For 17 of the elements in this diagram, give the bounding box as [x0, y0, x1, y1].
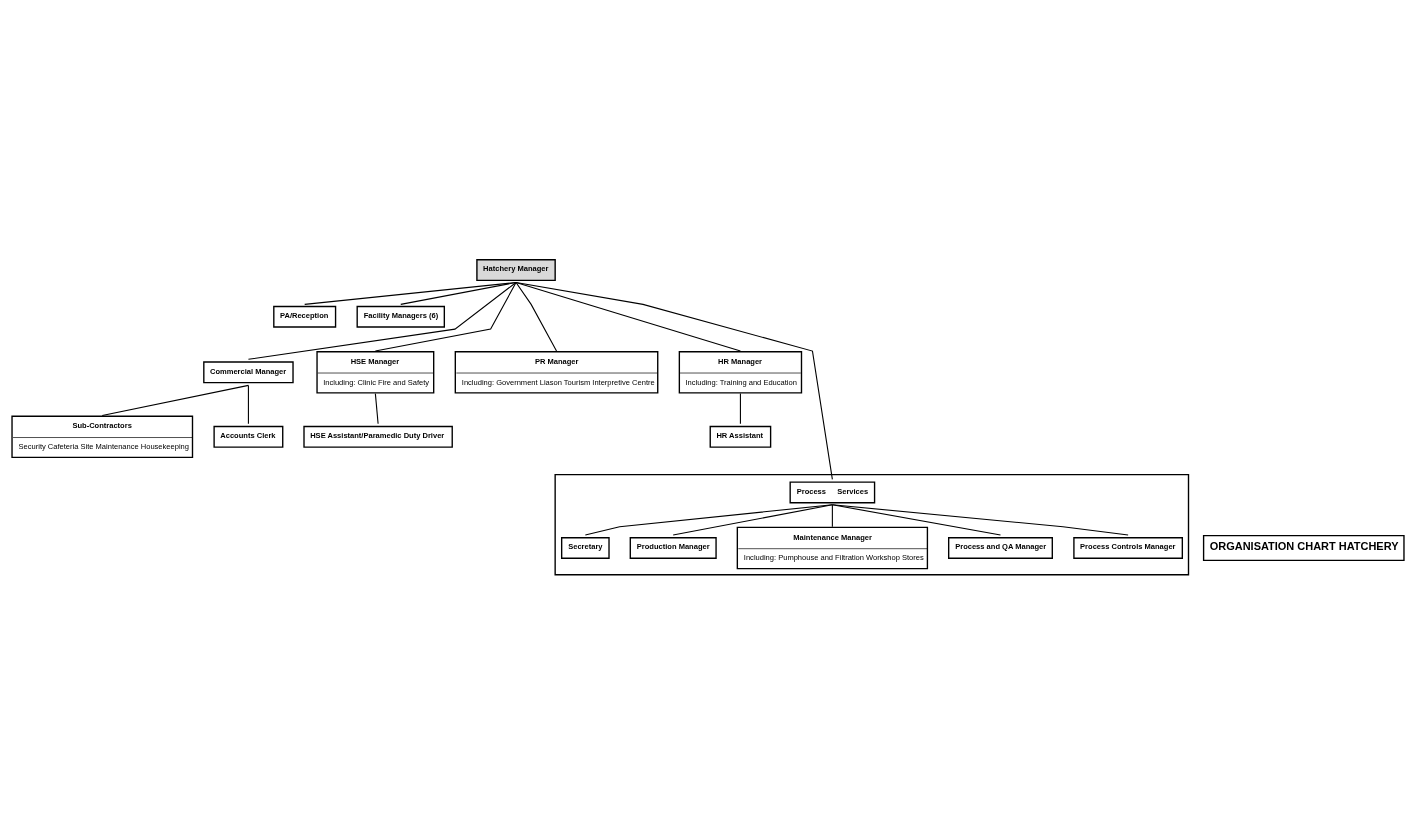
connector	[831, 504, 1002, 536]
connector	[247, 281, 517, 360]
connector	[831, 504, 833, 528]
connector	[515, 281, 741, 352]
connector	[374, 393, 379, 425]
cluster	[554, 473, 1190, 576]
connector	[831, 504, 1129, 536]
connector	[739, 393, 741, 425]
connector	[101, 384, 249, 417]
connector	[672, 504, 833, 536]
connector	[584, 504, 833, 536]
connector	[515, 281, 833, 480]
connector	[247, 384, 249, 425]
connector	[515, 281, 558, 352]
connector	[374, 281, 517, 352]
connector	[304, 281, 517, 305]
connector	[400, 281, 517, 305]
